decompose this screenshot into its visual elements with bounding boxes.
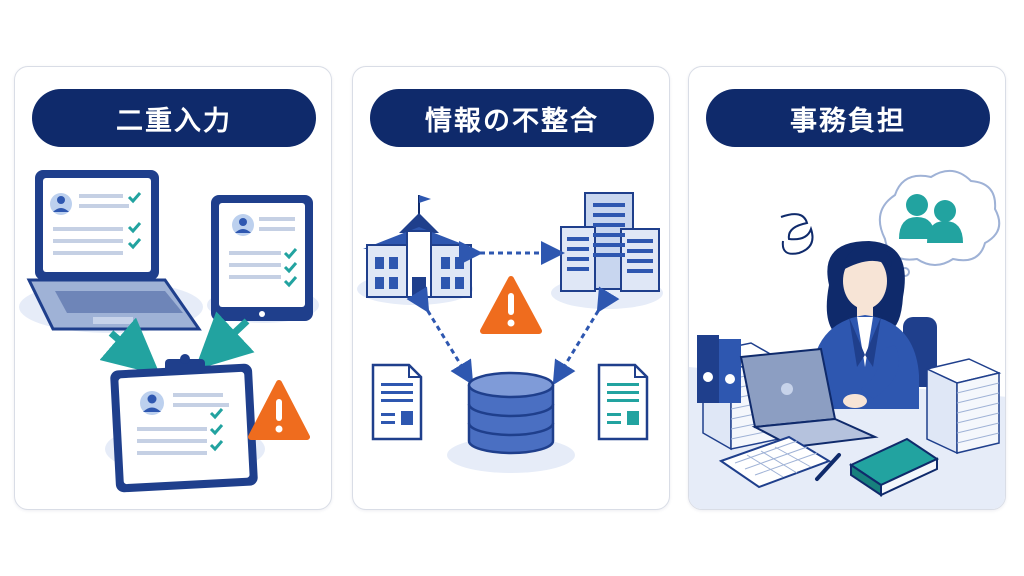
panel-title: 二重入力 bbox=[32, 89, 316, 147]
office-worker-icon bbox=[811, 241, 919, 409]
panel-title: 事務負担 bbox=[706, 89, 990, 147]
arrow-icon bbox=[99, 311, 255, 376]
panel-title: 情報の不整合 bbox=[370, 89, 654, 147]
thought-bubble-icon bbox=[878, 170, 1001, 287]
calendar-icon bbox=[718, 435, 832, 489]
double-entry-illustration bbox=[19, 170, 319, 493]
office-buildings-icon bbox=[560, 192, 660, 292]
warning-icon bbox=[248, 380, 310, 440]
pen-icon bbox=[815, 453, 841, 481]
tablet-icon bbox=[211, 195, 313, 321]
panel-data-inconsistency: 情報の不整合 bbox=[352, 66, 670, 510]
database-icon bbox=[467, 371, 555, 455]
panel-office-workload: 事務負担 bbox=[688, 66, 1006, 510]
users-icon bbox=[899, 194, 963, 243]
stress-scribble-icon bbox=[780, 213, 814, 255]
book-icon bbox=[848, 437, 940, 497]
binder-icon bbox=[697, 335, 741, 403]
warning-icon bbox=[480, 276, 542, 334]
dashed-arrow-icon bbox=[406, 241, 620, 386]
laptop-icon bbox=[26, 170, 202, 331]
panel-double-entry: 二重入力 bbox=[14, 66, 332, 510]
document-icon bbox=[597, 363, 649, 441]
document-icon bbox=[371, 363, 423, 441]
paper-stack-icon bbox=[924, 358, 1002, 455]
clipboard-icon bbox=[110, 354, 258, 493]
data-inconsistency-illustration bbox=[357, 192, 663, 473]
school-building-icon bbox=[363, 195, 475, 298]
office-workload-illustration bbox=[689, 170, 1005, 509]
